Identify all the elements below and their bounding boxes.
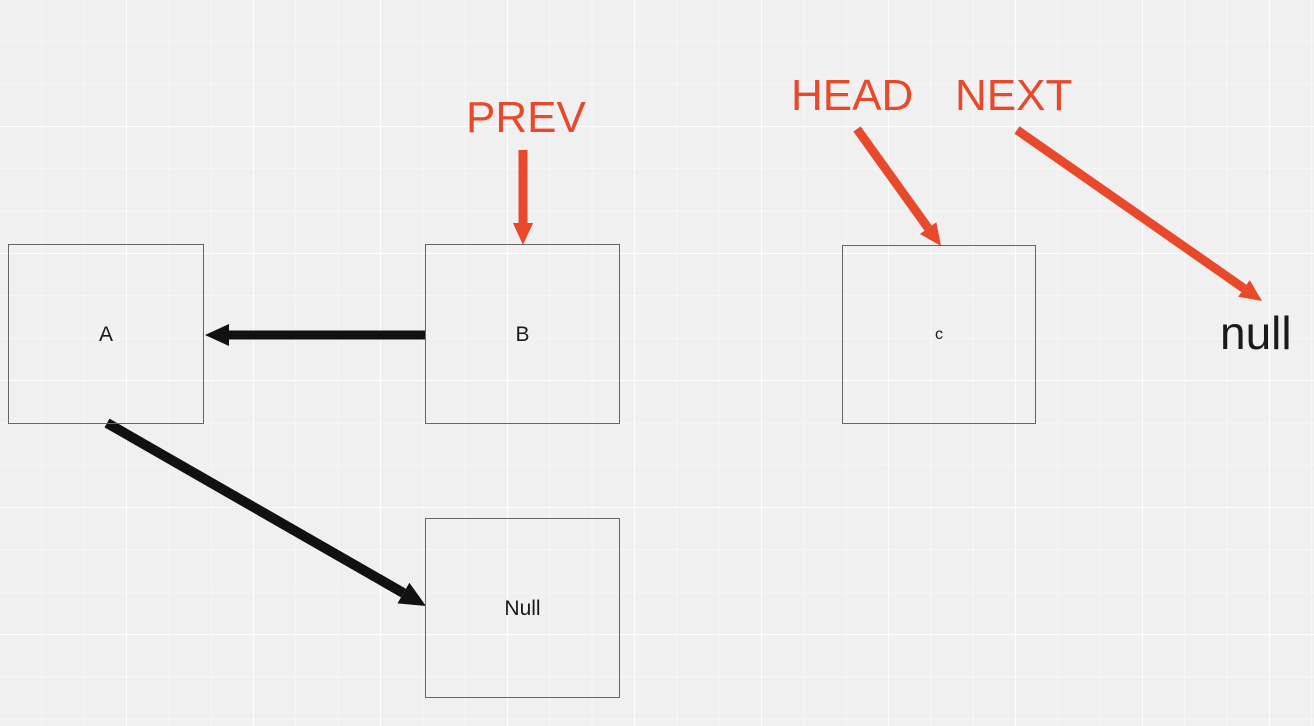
arrow-head-to-c <box>853 126 941 246</box>
node-label-c: c <box>935 325 943 343</box>
null-value-text: null <box>1220 307 1292 359</box>
arrow-prev-to-b <box>512 150 534 245</box>
arrow-b-to-a <box>205 323 425 347</box>
node-label-b: B <box>515 322 530 346</box>
node-box-a[interactable]: A <box>8 244 204 424</box>
pointer-label-prev: PREV <box>466 93 586 142</box>
node-box-c[interactable]: c <box>842 245 1036 424</box>
node-box-null[interactable]: Null <box>425 518 620 698</box>
pointer-label-head: HEAD <box>791 71 914 120</box>
pointer-label-next: NEXT <box>955 71 1073 120</box>
node-label-a: A <box>98 322 113 346</box>
node-label-null: Null <box>504 596 541 620</box>
arrow-a-to-null <box>104 418 426 606</box>
arrow-next-to-null <box>1014 126 1262 301</box>
node-box-b[interactable]: B <box>425 244 620 424</box>
